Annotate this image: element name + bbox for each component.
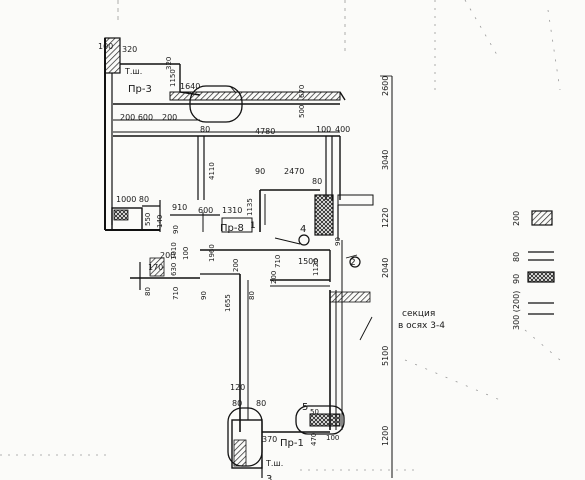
dim-200-mid: 200 <box>160 251 175 260</box>
dim-400: 400 <box>335 125 350 134</box>
dim-1500: 1500 <box>298 257 318 266</box>
dim-80: 80 <box>200 125 210 134</box>
dim-120: 120 <box>230 383 245 392</box>
dim-550: 550 <box>144 213 152 226</box>
legend-label-300-200: 300 (200) <box>512 291 521 330</box>
legend-label-90: 90 <box>512 274 521 284</box>
dim-100b: 100 <box>316 125 331 134</box>
dim-600: 600 <box>198 206 213 215</box>
shaft-label-top: Т.ш. <box>124 67 142 76</box>
dim-50: 50 <box>310 408 319 416</box>
dim-3040: 3040 <box>381 150 390 170</box>
dim-80b-bottom: 80 <box>256 399 266 408</box>
dim-1120: 1120 <box>312 258 320 276</box>
dim-200-600: 200 600 <box>120 113 153 122</box>
legend-label-200: 200 <box>512 211 521 226</box>
dim-320b: 320 <box>165 57 173 70</box>
legend-label-80: 80 <box>512 252 521 262</box>
dim-1655: 1655 <box>224 294 232 312</box>
marker-5: 5 <box>302 402 308 413</box>
dim-80b: 80 <box>144 287 152 296</box>
background-marks <box>0 0 561 471</box>
dim-2600: 2600 <box>381 76 390 96</box>
dim-90d: 90 <box>334 237 342 246</box>
dim-500: 500 <box>298 105 306 118</box>
section-note-line2: в осях 3-4 <box>398 321 445 331</box>
dim-5100: 5100 <box>381 346 390 366</box>
dim-670: 670 <box>298 85 306 98</box>
dim-1010: 1010 <box>170 242 178 260</box>
dim-1640: 1640 <box>180 82 200 91</box>
marker-3: 3 <box>266 474 272 480</box>
dim-1960: 1960 <box>208 244 216 262</box>
stair-label-bottom: Пр-1 <box>280 438 304 449</box>
dim-100-bottom: 100 <box>326 434 339 442</box>
dim-1200: 1200 <box>381 426 390 446</box>
axis-markers <box>298 234 361 268</box>
dim-170: 170 <box>148 263 163 272</box>
dim-320a: 320 <box>122 45 137 54</box>
dim-2470: 2470 <box>284 167 304 176</box>
stair-label-top: Пр-3 <box>128 84 152 95</box>
dim-90c: 90 <box>200 291 208 300</box>
dim-370: 370 <box>262 435 277 444</box>
dim-80-bottom: 80 <box>232 399 242 408</box>
dim-90b: 90 <box>172 225 180 234</box>
dim-140: 140 <box>156 215 164 228</box>
dim-200: 200 <box>162 113 177 122</box>
marker-1: 1 <box>250 221 256 231</box>
dim-4110: 4110 <box>208 162 216 180</box>
dim-710: 710 <box>274 255 282 268</box>
dim-200b: 200 <box>232 259 240 272</box>
dim-910: 910 <box>172 203 187 212</box>
stair-outlines <box>189 85 345 467</box>
dim-1220: 1220 <box>381 208 390 228</box>
dim-1135: 1135 <box>246 198 254 216</box>
dim-80-mid: 80 <box>312 177 322 186</box>
marker-4: 4 <box>300 224 306 235</box>
dim-710b: 710 <box>172 287 180 300</box>
dim-1000-80: 1000 80 <box>116 195 149 204</box>
dim-1150: 1150 <box>169 69 177 87</box>
dim-470: 470 <box>310 433 318 446</box>
dim-200c: 200 <box>270 271 278 284</box>
dim-90: 90 <box>255 167 265 176</box>
walls <box>104 37 393 478</box>
shaft-label-bottom: Т.ш. <box>265 459 283 468</box>
dim-630: 630 <box>170 263 178 276</box>
legend <box>527 210 555 315</box>
leader-lines <box>229 85 373 341</box>
dim-4780: 4780 <box>255 127 275 136</box>
dim-2040: 2040 <box>381 258 390 278</box>
section-note-line1: секция <box>402 309 435 319</box>
dim-1310: 1310 <box>222 206 242 215</box>
marker-2: 2 <box>350 258 356 268</box>
dim-80c: 80 <box>248 291 256 300</box>
dim-100-mid: 100 <box>182 247 190 260</box>
dim-100: 100 <box>98 42 113 51</box>
stair-label-middle: Пр-8 <box>220 223 244 234</box>
